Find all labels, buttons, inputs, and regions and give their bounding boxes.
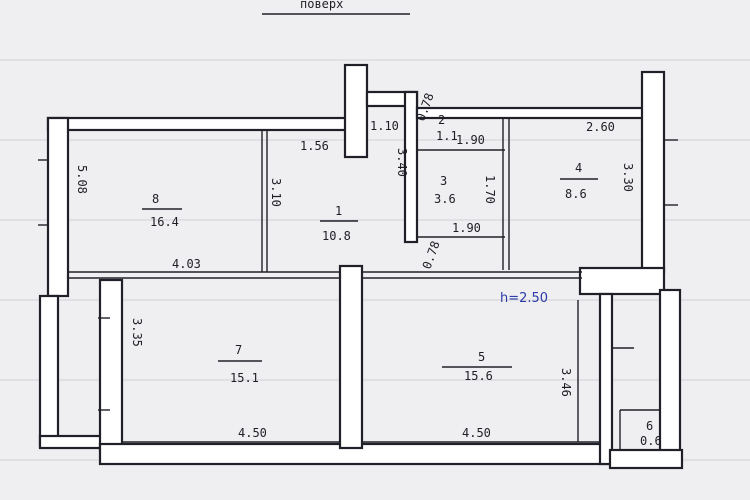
dim-310: 3.10	[269, 178, 283, 207]
outer-walls	[38, 63, 684, 470]
dim-260: 2.60	[586, 120, 615, 134]
window-marks	[38, 139, 678, 411]
dim-508: 5.08	[75, 165, 89, 194]
dim-110: 1.10	[370, 119, 399, 133]
room-area-3: 3.6	[434, 192, 456, 206]
dim-346: 3.46	[559, 368, 573, 397]
room-area-2: 1.1	[436, 129, 458, 143]
room-area-8: 16.4	[150, 215, 179, 229]
room-area-4: 8.6	[565, 187, 587, 201]
room-number-1: 1	[335, 204, 342, 218]
room-number-4: 4	[575, 161, 582, 175]
dim-190a: 1.90	[456, 133, 485, 147]
dim-335: 3.35	[130, 318, 144, 347]
room-area-1: 10.8	[322, 229, 351, 243]
dim-190b: 1.90	[452, 221, 481, 235]
dim-170: 1.70	[483, 175, 497, 204]
room-number-7: 7	[235, 343, 242, 357]
room-labels: 8 16.4 1 10.8 2 1.1 3 3.6 4 8.6 7 15.1 5…	[142, 113, 662, 448]
room-number-5: 5	[478, 350, 485, 364]
plan-title: поверх	[300, 0, 343, 11]
dim-403: 4.03	[172, 257, 201, 271]
dim-340: 3.40	[395, 148, 409, 177]
room-number-2: 2	[438, 113, 445, 127]
ceiling-height-note: h=2.50	[500, 291, 548, 306]
dim-450b: 4.50	[462, 426, 491, 440]
dim-156: 1.56	[300, 139, 329, 153]
room-number-3: 3	[440, 174, 447, 188]
room-area-6: 0.6	[640, 434, 662, 448]
dim-450a: 4.50	[238, 426, 267, 440]
room-number-6: 6	[646, 419, 653, 433]
interior-walls	[68, 118, 660, 450]
room-area-5: 15.6	[464, 369, 493, 383]
room-area-7: 15.1	[230, 371, 259, 385]
dim-330: 3.30	[621, 163, 635, 192]
room-number-8: 8	[152, 192, 159, 206]
dim-078b: 0.78	[420, 239, 443, 271]
